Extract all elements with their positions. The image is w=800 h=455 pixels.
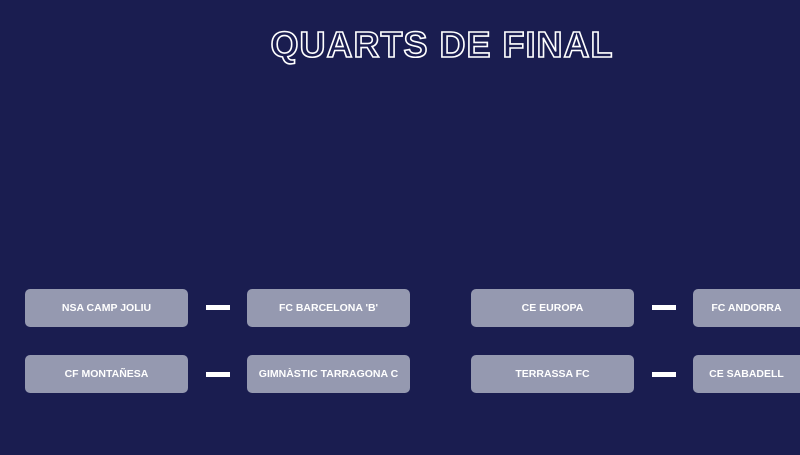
match-4-away-team[interactable]: CE SABADELL [693,355,800,393]
match-2-separator [206,372,230,377]
match-1-separator [206,305,230,310]
match-2-away-team[interactable]: GIMNÀSTIC TARRAGONA C [247,355,410,393]
match-3-away-team[interactable]: FC ANDORRA [693,289,800,327]
match-4-home-team[interactable]: TERRASSA FC [471,355,634,393]
match-1-away-team[interactable]: FC BARCELONA 'B' [247,289,410,327]
page-title: QUARTS DE FINAL [270,23,614,66]
match-1-home-team[interactable]: NSA CAMP JOLIU [25,289,188,327]
match-3-separator [652,305,676,310]
match-3-home-team[interactable]: CE EUROPA [471,289,634,327]
match-4-separator [652,372,676,377]
match-2-home-team[interactable]: CF MONTAÑESA [25,355,188,393]
